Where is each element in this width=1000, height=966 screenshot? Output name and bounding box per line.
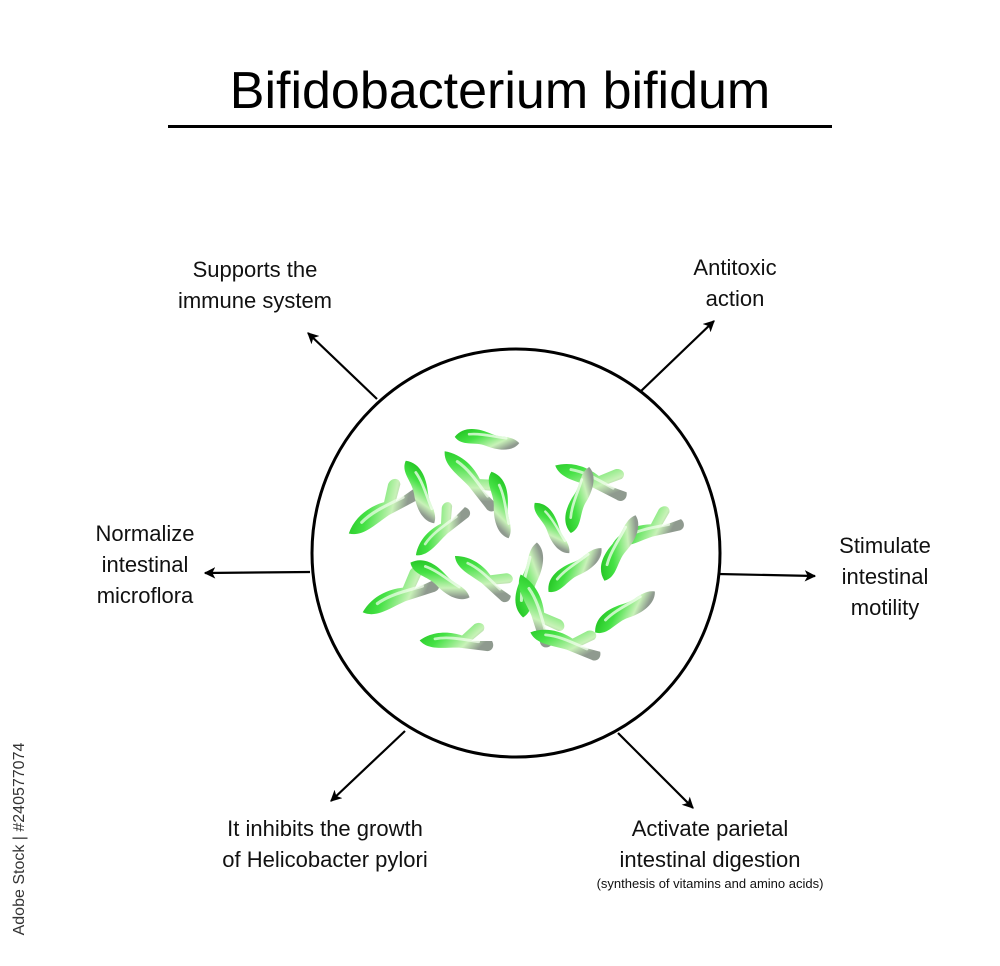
- arrows: [203, 320, 817, 809]
- label-stimulate-line-1: Stimulate: [839, 533, 931, 558]
- arrow-stimulate: [717, 570, 817, 582]
- label-immune-line-2: immune system: [177, 288, 333, 313]
- label-normalize-line-2: intestinal: [101, 552, 189, 577]
- title-underline: [168, 125, 832, 128]
- arrow-immune: [307, 332, 378, 400]
- label-inhibits-line-2: of Helicobacter pylori: [222, 847, 428, 872]
- bacteria-circle: [310, 347, 722, 759]
- label-stimulate: Stimulate intestinal motility: [810, 530, 960, 623]
- label-stimulate-line-3: motility: [850, 595, 920, 620]
- label-normalize: Normalize intestinal microflora: [70, 518, 220, 611]
- label-activate-line-2: intestinal digestion: [619, 847, 801, 872]
- stock-watermark-text: Adobe Stock | #240577074: [11, 742, 28, 936]
- label-immune-line-1: Supports the: [192, 257, 318, 282]
- label-inhibits-line-1: It inhibits the growth: [227, 816, 423, 841]
- label-immune: Supports the immune system: [155, 254, 355, 316]
- label-activate: Activate parietal intestinal digestion (…: [560, 813, 860, 893]
- label-inhibits: It inhibits the growth of Helicobacter p…: [195, 813, 455, 875]
- stock-watermark: Adobe Stock | #240577074: [8, 728, 32, 950]
- label-normalize-line-1: Normalize: [95, 521, 195, 546]
- label-antitoxic-line-2: action: [705, 286, 765, 311]
- label-activate-line-1: Activate parietal: [631, 816, 789, 841]
- label-stimulate-line-2: intestinal: [841, 564, 929, 589]
- label-activate-note: (synthesis of vitamins and amino acids): [596, 876, 824, 891]
- arrow-antitoxic: [639, 320, 715, 393]
- arrow-activate: [617, 732, 694, 809]
- label-normalize-line-3: microflora: [96, 583, 194, 608]
- label-antitoxic-line-1: Antitoxic: [693, 255, 777, 280]
- diagram-title: Bifidobacterium bifidum: [229, 62, 771, 120]
- label-antitoxic: Antitoxic action: [655, 252, 815, 314]
- arrow-normalize: [203, 567, 311, 579]
- arrow-inhibits: [330, 730, 406, 802]
